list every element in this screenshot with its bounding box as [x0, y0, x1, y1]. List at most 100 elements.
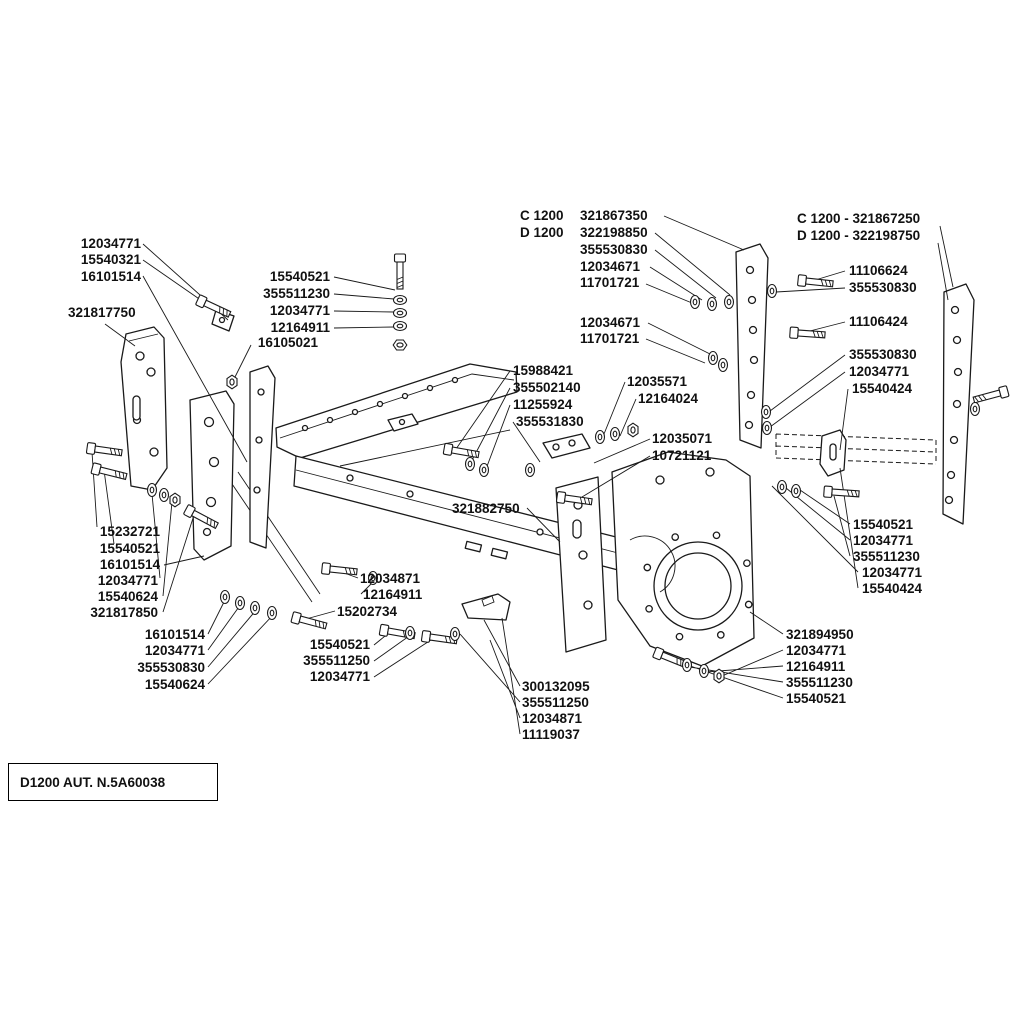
washer: [464, 456, 476, 472]
nut: [627, 422, 639, 438]
part-number-label: 16101514: [100, 557, 161, 572]
leader-lines: [91, 215, 954, 735]
gusset-side-plate: [611, 451, 755, 667]
part-number-label: 355531830: [516, 414, 584, 429]
part-number-label: 16101514: [81, 269, 142, 284]
part-number-label: 12035071: [652, 431, 713, 446]
part-number-label: 10721121: [652, 448, 712, 463]
part-number-label: 355530830: [137, 660, 205, 675]
part-number-label: 12034771: [862, 565, 923, 580]
washer: [146, 482, 158, 498]
washer: [219, 589, 231, 605]
part-number-label: 15540521: [100, 541, 161, 556]
part-number-label: 12034871: [360, 571, 421, 586]
part-number-label: 12034771: [270, 303, 331, 318]
part-number-label: 12034771: [849, 364, 910, 379]
part-number-label: 12164911: [363, 587, 423, 602]
small-angle-bracket: [542, 433, 591, 459]
washer: [761, 420, 773, 436]
part-number-label: 12035571: [627, 374, 688, 389]
part-number-label: 355530830: [849, 347, 917, 362]
part-number-label: 11106424: [849, 314, 908, 329]
center-z-bracket: [461, 593, 511, 621]
part-number-label: 355511230: [853, 549, 920, 564]
part-number-labels: 12034771 15540321 16101514 321817750 1554052…: [68, 208, 923, 742]
washer: [790, 483, 802, 499]
part-number-label: 11701721: [580, 331, 640, 346]
washer: [766, 283, 778, 299]
bolt: [320, 562, 358, 578]
part-number-label: 15540521: [853, 517, 914, 532]
part-number-label: 321817850: [90, 605, 158, 620]
part-number-label: 15988421: [513, 363, 574, 378]
bolt: [442, 442, 481, 461]
part-number-label: 355511230: [786, 675, 853, 690]
part-number-label: 321867350: [580, 208, 648, 223]
part-number-label: 321817750: [68, 305, 136, 320]
washer: [234, 595, 246, 611]
part-number-label: C 1200 - 321867250: [797, 211, 920, 226]
part-number-label: 12034771: [98, 573, 159, 588]
part-number-label: 15540521: [270, 269, 331, 284]
bolt: [393, 253, 407, 290]
part-number-label: 15540424: [862, 581, 923, 596]
bolt: [823, 485, 860, 500]
washer: [698, 663, 710, 679]
washer: [689, 294, 701, 310]
washer: [681, 657, 693, 673]
part-number-label: 15540424: [852, 381, 913, 396]
support-strut: [249, 365, 276, 549]
washer: [158, 487, 170, 503]
part-number-label: D 1200: [520, 225, 564, 240]
part-number-label: 12034871: [522, 711, 583, 726]
left-mount-plate: [120, 326, 168, 491]
right-plate-inner: [735, 243, 769, 449]
part-number-label: 11255924: [513, 397, 573, 412]
part-number-label: 16105021: [258, 335, 319, 350]
part-number-label: 300132095: [522, 679, 590, 694]
washer: [609, 426, 621, 442]
washer: [969, 401, 981, 417]
part-number-label: 15540624: [145, 677, 206, 692]
part-number-label: 15540321: [81, 252, 142, 267]
washer: [392, 294, 408, 306]
part-number-label: 322198850: [580, 225, 648, 240]
part-number-label: 16101514: [145, 627, 206, 642]
bolt: [796, 274, 834, 290]
washer: [707, 350, 719, 366]
frame-brace-lines: [227, 471, 321, 603]
part-number-label: 321894950: [786, 627, 854, 642]
washer: [404, 625, 416, 641]
washer: [449, 626, 461, 642]
part-number-label: 15540521: [310, 637, 371, 652]
washer: [392, 320, 408, 332]
part-number-label: 12164911: [786, 659, 846, 674]
part-number-label: 15540624: [98, 589, 159, 604]
frame-assembly: [120, 243, 975, 667]
part-number-label: D 1200 - 322198750: [797, 228, 920, 243]
part-number-label: 355511250: [303, 653, 370, 668]
washer: [478, 462, 490, 478]
part-number-label: 12034771: [786, 643, 847, 658]
nut: [226, 374, 238, 390]
part-number-label: 15232721: [100, 524, 161, 539]
part-number-label: 321882750: [452, 501, 520, 516]
washer: [723, 294, 735, 310]
washer: [760, 404, 772, 420]
part-number-label: 11701721: [580, 275, 640, 290]
part-number-label: 355511250: [522, 695, 589, 710]
part-number-label: 12034671: [580, 315, 641, 330]
washer: [776, 479, 788, 495]
left-bracket-plate: [189, 390, 235, 561]
washer: [524, 462, 536, 478]
washer: [249, 600, 261, 616]
part-number-label: 355511230: [263, 286, 330, 301]
drawing-title: D1200 AUT. N.5A60038: [20, 774, 166, 790]
part-number-label: 11119037: [522, 727, 580, 742]
drawing-title-box: D1200 AUT. N.5A60038: [8, 763, 218, 801]
part-number-label: C 1200: [520, 208, 564, 223]
bolt: [789, 326, 826, 341]
part-number-label: 15202734: [337, 604, 398, 619]
nut: [169, 492, 181, 508]
